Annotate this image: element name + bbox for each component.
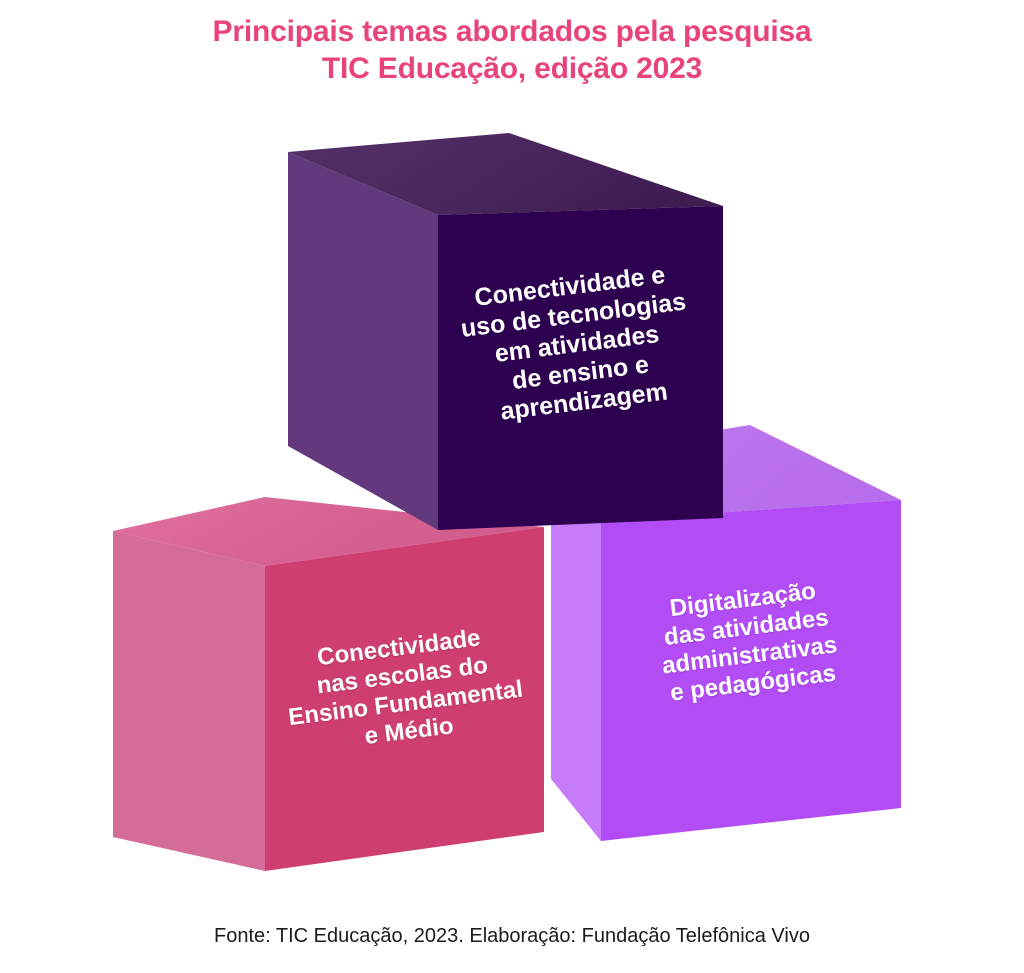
cube-left-front-face (265, 527, 544, 871)
cube-left-side-face (113, 531, 265, 871)
cube-top-front-face (438, 206, 723, 530)
title-line-2: TIC Educação, edição 2023 (321, 51, 703, 85)
cube-right-front-face (601, 500, 901, 841)
cube-right-side-face (551, 457, 601, 841)
source-note: Fonte: TIC Educação, 2023. Elaboração: F… (214, 925, 810, 947)
title-line-1: Principais temas abordados pela pesquisa (212, 15, 812, 48)
cube-top-side-face (288, 152, 438, 530)
cube-left-top-shade (113, 497, 544, 566)
cube-left (113, 497, 544, 871)
page-title: Principais temas abordados pela pesquisa… (0, 14, 1024, 87)
cube-top-top-shade (288, 133, 723, 215)
cube-top (288, 133, 723, 530)
